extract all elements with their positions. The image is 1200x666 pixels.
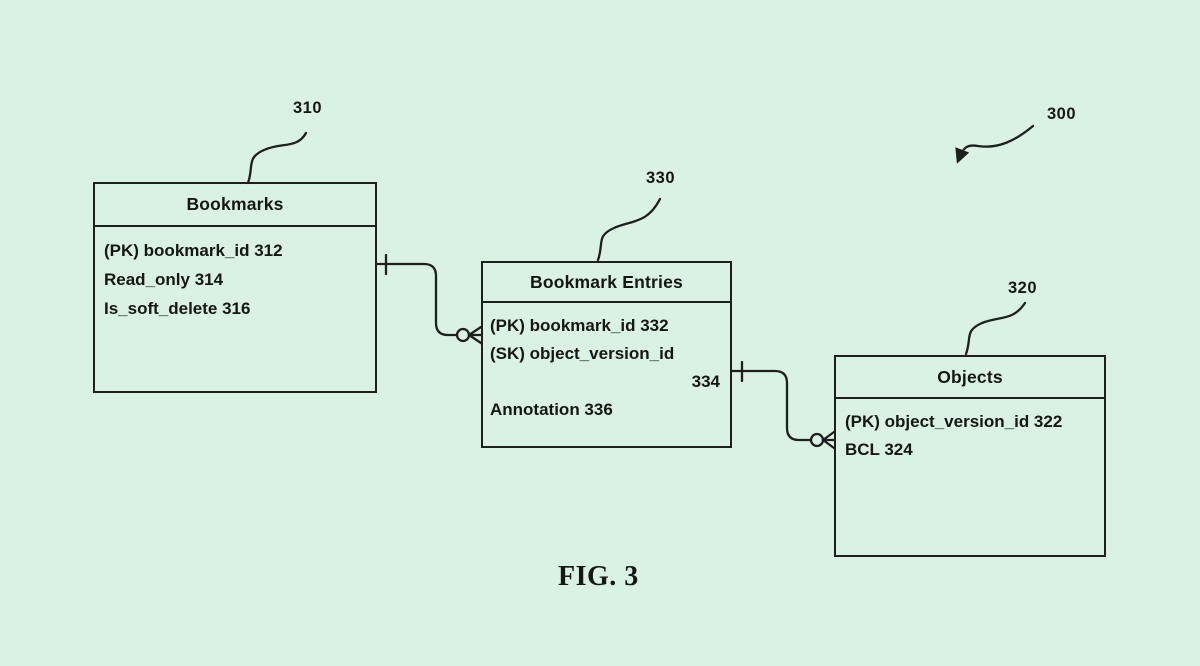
- entity-bookmark-entries-title: Bookmark Entries: [483, 263, 730, 303]
- field-object-version-id-ref: 334: [691, 372, 720, 391]
- leader-line-310: [246, 131, 308, 185]
- field-is-soft-delete: Is_soft_delete 316: [104, 299, 251, 318]
- field-read-only: Read_only 314: [104, 270, 224, 289]
- leader-line-320: [964, 301, 1027, 356]
- ref-label-310: 310: [293, 99, 323, 117]
- entity-bookmark-entries-body: (PK) bookmark_id 332 (SK) object_version…: [483, 303, 730, 424]
- field-bcl: BCL 324: [845, 440, 913, 459]
- ref-label-320: 320: [1008, 279, 1038, 297]
- entity-objects-body: (PK) object_version_id 322 BCL 324: [836, 399, 1104, 464]
- entity-bookmarks: Bookmarks (PK) bookmark_id 312 Read_only…: [93, 182, 377, 393]
- field-bookmark-id: (PK) bookmark_id 312: [104, 241, 283, 260]
- zero-circle-objects: [809, 432, 825, 448]
- entity-objects-title: Objects: [836, 357, 1104, 399]
- field-objects-object-version-id: (PK) object_version_id 322: [845, 412, 1063, 431]
- ref-label-300: 300: [1047, 105, 1077, 123]
- entity-bookmarks-body: (PK) bookmark_id 312 Read_only 314 Is_so…: [95, 227, 375, 323]
- entity-bookmarks-title: Bookmarks: [95, 184, 375, 227]
- field-annotation: Annotation 336: [490, 400, 613, 419]
- connector-entries-to-objects: [730, 369, 812, 442]
- entity-objects: Objects (PK) object_version_id 322 BCL 3…: [834, 355, 1106, 557]
- diagram-ref-arrow-300: [955, 124, 1035, 164]
- field-object-version-id: (SK) object_version_id: [490, 344, 675, 363]
- ref-label-330: 330: [646, 169, 676, 187]
- entity-bookmark-entries: Bookmark Entries (PK) bookmark_id 332 (S…: [481, 261, 732, 448]
- figure-caption: FIG. 3: [558, 561, 639, 592]
- zero-circle-entries: [455, 327, 471, 343]
- field-entry-bookmark-id: (PK) bookmark_id 332: [490, 316, 669, 335]
- connector-bookmarks-to-entries: [375, 262, 458, 337]
- leader-line-330: [596, 197, 662, 262]
- crow-foot-entries: [467, 325, 483, 345]
- crow-foot-objects: [821, 430, 836, 450]
